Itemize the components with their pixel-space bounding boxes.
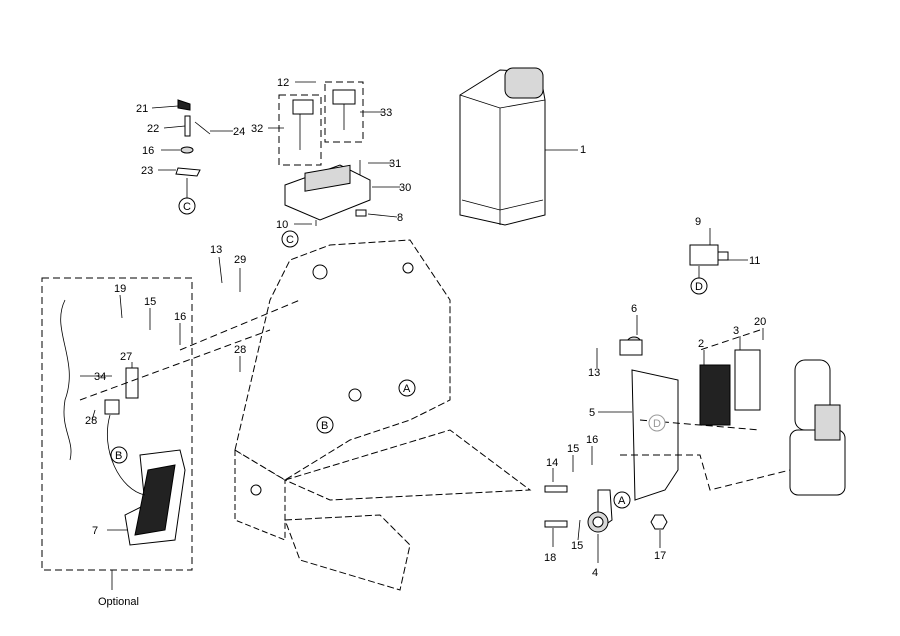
svg-text:C: C (286, 234, 294, 246)
svg-text:B: B (115, 450, 122, 462)
svg-text:A: A (618, 495, 626, 507)
callout-28b: 28 (85, 415, 97, 427)
callout-13a: 13 (210, 244, 222, 256)
callout-9: 9 (695, 216, 701, 228)
controller-part (284, 164, 371, 226)
callout-16c: 16 (586, 434, 598, 446)
callout-16a: 16 (142, 145, 154, 157)
svg-text:A: A (403, 383, 411, 395)
ref-circle-B1: B (316, 416, 334, 434)
callout-33: 33 (380, 107, 392, 119)
callout-34: 34 (94, 371, 106, 383)
callout-13b: 13 (588, 367, 600, 379)
callout-23: 23 (141, 165, 153, 177)
svg-text:D: D (653, 418, 661, 430)
callout-24: 24 (233, 126, 245, 138)
ref-circle-A1: A (398, 379, 416, 397)
callout-15a: 15 (144, 296, 156, 308)
optional-group-box (41, 277, 193, 571)
callout-22: 22 (147, 123, 159, 135)
callout-30: 30 (399, 182, 411, 194)
frame-part (234, 239, 532, 591)
callout-15b: 15 (567, 443, 579, 455)
pump-unit-part (789, 359, 846, 496)
connector-group-box-32 (278, 94, 322, 166)
ref-circle-B2: B (110, 446, 128, 464)
ref-circle-D1: D (690, 277, 708, 295)
optional-label: Optional (98, 596, 139, 608)
callout-4: 4 (592, 567, 598, 579)
callout-28a: 28 (234, 344, 246, 356)
callout-12: 12 (277, 77, 289, 89)
callout-1: 1 (580, 144, 586, 156)
callout-29: 29 (234, 254, 246, 266)
callout-11: 11 (749, 255, 760, 267)
callout-3: 3 (733, 325, 739, 337)
ref-circle-C2: C (281, 230, 299, 248)
svg-text:B: B (321, 420, 328, 432)
battery-part (459, 67, 546, 226)
callout-7: 7 (92, 525, 98, 537)
callout-31: 31 (389, 158, 401, 170)
ref-circle-A2: A (613, 491, 631, 509)
callout-21: 21 (136, 103, 148, 115)
callout-14: 14 (546, 457, 558, 469)
callout-2: 2 (698, 338, 704, 350)
callout-18: 18 (544, 552, 556, 564)
svg-text:D: D (695, 281, 703, 293)
callout-32: 32 (251, 123, 263, 135)
callout-5: 5 (589, 407, 595, 419)
ref-circle-D2: D (648, 414, 666, 432)
ref-circle-C1: C (178, 197, 196, 215)
foot-pedal-part (60, 299, 186, 546)
callout-17: 17 (654, 550, 666, 562)
callout-20: 20 (754, 316, 766, 328)
callout-10: 10 (276, 219, 288, 231)
callout-15c: 15 (571, 540, 583, 552)
callout-labels: 1 2 3 4 5 6 7 8 9 10 11 12 13 13 14 15 1… (85, 77, 766, 579)
callout-6: 6 (631, 303, 637, 315)
callout-8: 8 (397, 212, 403, 224)
callout-19: 19 (114, 283, 126, 295)
bracket-part (544, 336, 761, 533)
svg-text:C: C (183, 201, 191, 213)
callout-16b: 16 (174, 311, 186, 323)
switch-part (689, 244, 719, 266)
callout-27: 27 (120, 351, 132, 363)
